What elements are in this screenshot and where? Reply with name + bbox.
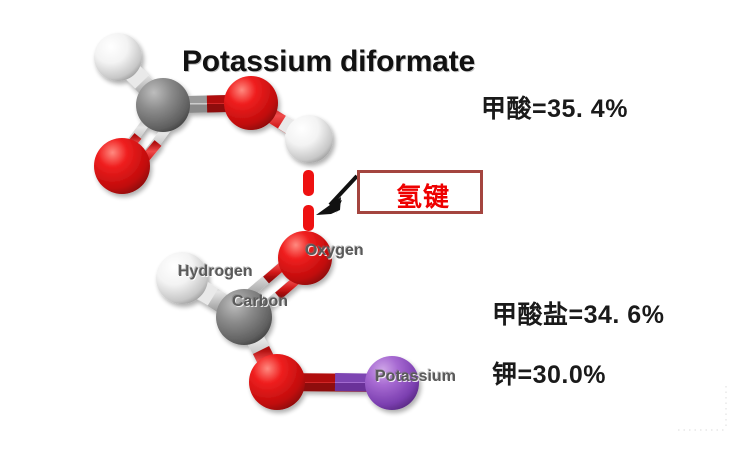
atom-potassium (365, 356, 419, 410)
hbond-callout-arrow (316, 174, 359, 215)
hydrogen-bond-dash-1 (303, 170, 314, 196)
atom-hydrogen-methine-top (94, 33, 142, 81)
oxygen-atom-caption: Oxygen (305, 242, 364, 259)
formic-acid-molecule (94, 33, 333, 194)
potassium-percentage-label: 钾=30.0% (492, 361, 606, 389)
atom-carbon-bottom (216, 289, 272, 345)
formic-acid-percentage-label: 甲酸=35. 4% (481, 95, 628, 123)
potassium-formate-molecule (156, 231, 419, 410)
hydrogen-bond-dashes (303, 170, 314, 231)
page-title: Potassium diformate (182, 45, 475, 78)
hydrogen-atom-caption: Hydrogen (178, 263, 253, 280)
potassium-atom-caption: Potassium (375, 368, 456, 385)
hydrogen-bond-callout-box: 氢键 (357, 170, 483, 214)
atom-oxygen-anion-bottom (249, 354, 305, 410)
atom-hydrogen-hydroxyl-top (285, 115, 333, 163)
atom-carbon-top (136, 78, 190, 132)
atom-oxygen-hydroxyl-top (224, 76, 278, 130)
atom-hydrogen-bottom (156, 252, 208, 304)
hydrogen-bond-dash-2 (303, 205, 314, 231)
dotted-artifact (678, 386, 727, 431)
atom-oxygen-carbonyl-bottom (278, 231, 332, 285)
atom-oxygen-carbonyl-top (94, 138, 150, 194)
hydrogen-bond-callout-label: 氢键 (395, 181, 450, 212)
carbon-atom-caption: Carbon (232, 293, 288, 310)
formate-percentage-label: 甲酸盐=34. 6% (492, 301, 665, 329)
